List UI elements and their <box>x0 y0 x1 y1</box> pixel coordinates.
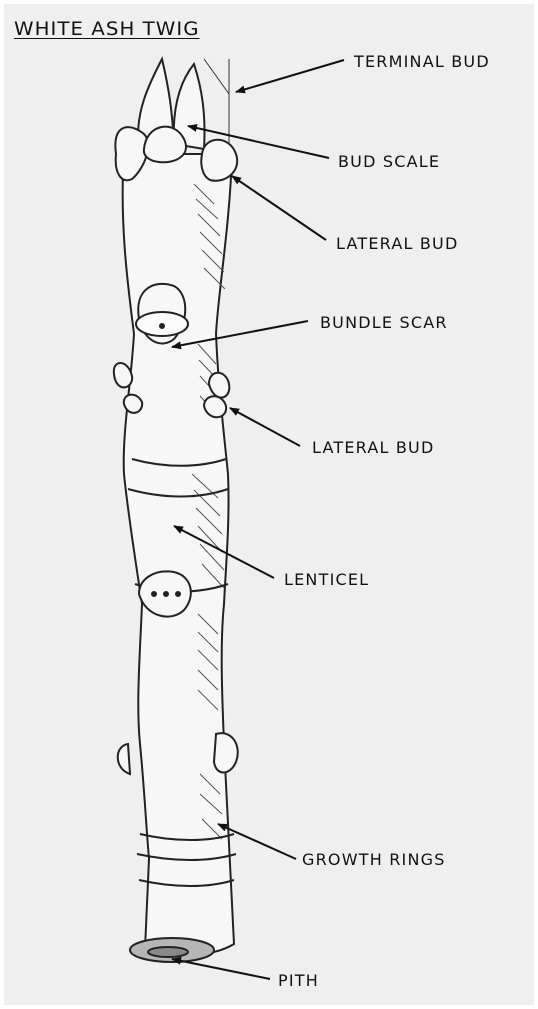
arrow-lateral-bud-upper <box>232 176 326 240</box>
label-lenticel: LENTICEL <box>284 570 369 589</box>
label-bud-scale: BUD SCALE <box>338 152 440 171</box>
label-pith: PITH <box>278 971 319 990</box>
arrow-terminal-bud <box>236 60 344 92</box>
pith-drawing <box>130 938 214 962</box>
arrow-pith <box>172 959 270 979</box>
arrow-lateral-bud-lower <box>230 408 300 446</box>
label-lateral-bud-lower: LATERAL BUD <box>312 438 435 457</box>
label-growth-rings: GROWTH RINGS <box>302 850 446 869</box>
label-terminal-bud: TERMINAL BUD <box>354 52 490 71</box>
diagram-sheet: WHITE ASH TWIG <box>4 4 534 1005</box>
twig-drawing <box>4 4 534 1005</box>
label-lateral-bud-upper: LATERAL BUD <box>336 234 459 253</box>
label-bundle-scar: BUNDLE SCAR <box>320 313 448 332</box>
